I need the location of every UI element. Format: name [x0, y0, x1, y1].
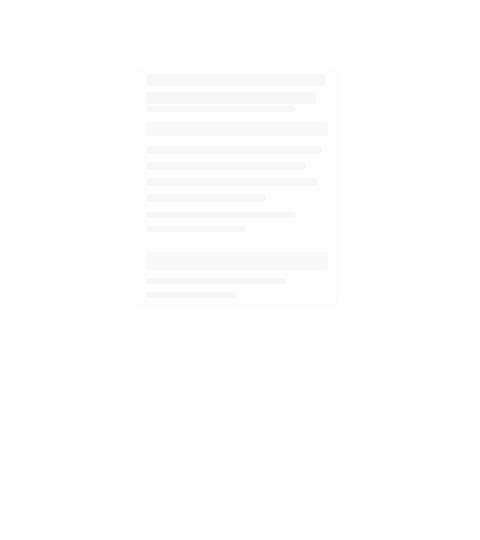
placeholder-line: [146, 226, 246, 232]
placeholder-line: [146, 106, 296, 112]
placeholder-line: [146, 292, 236, 298]
placeholder-line: [146, 194, 266, 202]
placeholder-line: [146, 146, 322, 154]
placeholder-line: [146, 278, 286, 284]
placeholder-line: [146, 74, 326, 86]
placeholder-line: [146, 92, 316, 104]
placeholder-line: [146, 178, 318, 186]
placeholder-block: [146, 122, 328, 136]
placeholder-line: [146, 162, 306, 170]
placeholder-line: [146, 212, 296, 218]
placeholder-block: [146, 252, 328, 270]
loading-placeholder-card: [136, 66, 338, 306]
